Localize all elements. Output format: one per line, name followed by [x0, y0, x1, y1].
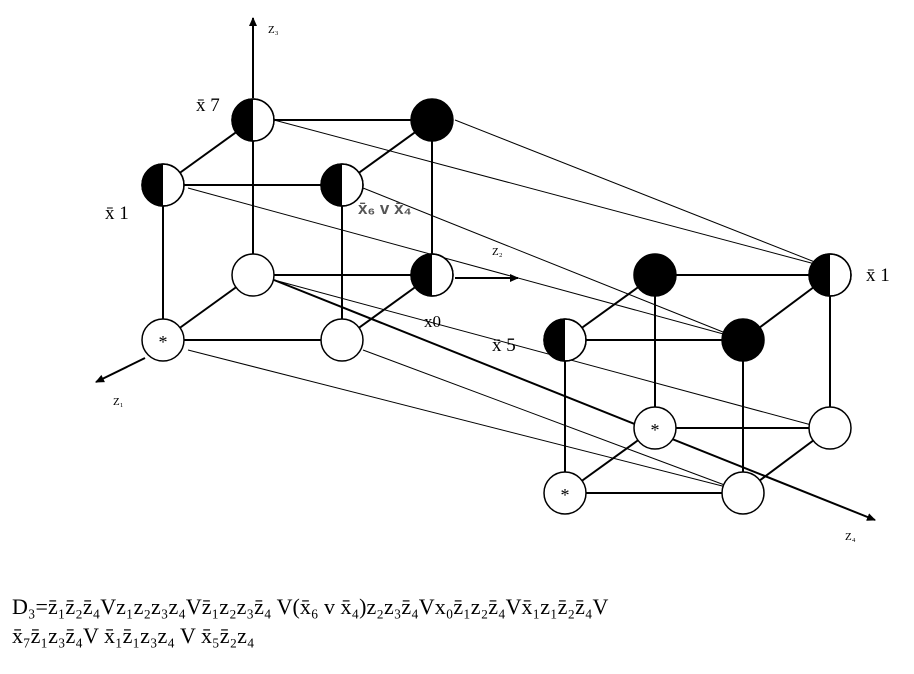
formula-line-2: x̄₇z̄₁z₃z̄₄V x̄₁z̄₁z₃z₄ V x̄₅z̄₂z₄ — [12, 623, 255, 648]
label-x1-right: x̄ 1 — [866, 265, 890, 286]
axes — [95, 17, 876, 521]
node-x1-right — [808, 253, 852, 297]
axis-label-z2: Z₂ — [492, 246, 503, 258]
node-x6x4 — [320, 163, 364, 207]
karnaugh-cube-diagram: * * * Z₃ Z₁ Z₂ Z₄ x̄ 7 x̄ 1 x̄₆ v x̄₄ x0… — [95, 17, 890, 543]
star-mark: * — [651, 420, 660, 440]
node-star — [633, 406, 677, 450]
star-mark: * — [159, 332, 168, 352]
formula-line-1: D₃=z̄₁z̄₂z̄₄Vz₁z₂z₃z₄Vz̄₁z₂z₃z̄₄ V(x̄₆ v… — [12, 594, 609, 619]
node-x1-left — [141, 163, 185, 207]
axis-label-z3: Z₃ — [268, 24, 279, 36]
axis-z1 — [95, 357, 146, 383]
left-cube-nodes — [141, 98, 454, 362]
right-cube-edges — [564, 274, 831, 494]
node-x5 — [543, 318, 587, 362]
node-black — [633, 253, 677, 297]
node-x0 — [410, 253, 454, 297]
star-mark: * — [561, 485, 570, 505]
axis-label-z4: Z₄ — [845, 531, 856, 543]
right-cube-nodes — [543, 253, 852, 515]
node-star — [141, 318, 185, 362]
node-white — [721, 471, 765, 515]
node-black — [721, 318, 765, 362]
axis-label-z1: Z₁ — [113, 396, 124, 408]
label-x0: x0 — [424, 312, 441, 331]
connector-lines — [187, 119, 831, 491]
label-x5: x̄ 5 — [492, 335, 516, 356]
node-white — [808, 406, 852, 450]
left-cube-edges — [162, 119, 433, 341]
node-white — [320, 318, 364, 362]
node-black — [410, 98, 454, 142]
label-x6-v-x4: x̄₆ v x̄₄ — [358, 199, 412, 218]
label-x7: x̄ 7 — [196, 95, 220, 116]
node-white — [231, 253, 275, 297]
node-x7 — [231, 98, 275, 142]
label-x1-left: x̄ 1 — [105, 203, 129, 224]
node-star — [543, 471, 587, 515]
axis-z4 — [273, 279, 876, 521]
boolean-formula: D₃=z̄₁z̄₂z̄₄Vz₁z₂z₃z₄Vz̄₁z₂z₃z̄₄ V(x̄₆ v… — [12, 592, 902, 650]
